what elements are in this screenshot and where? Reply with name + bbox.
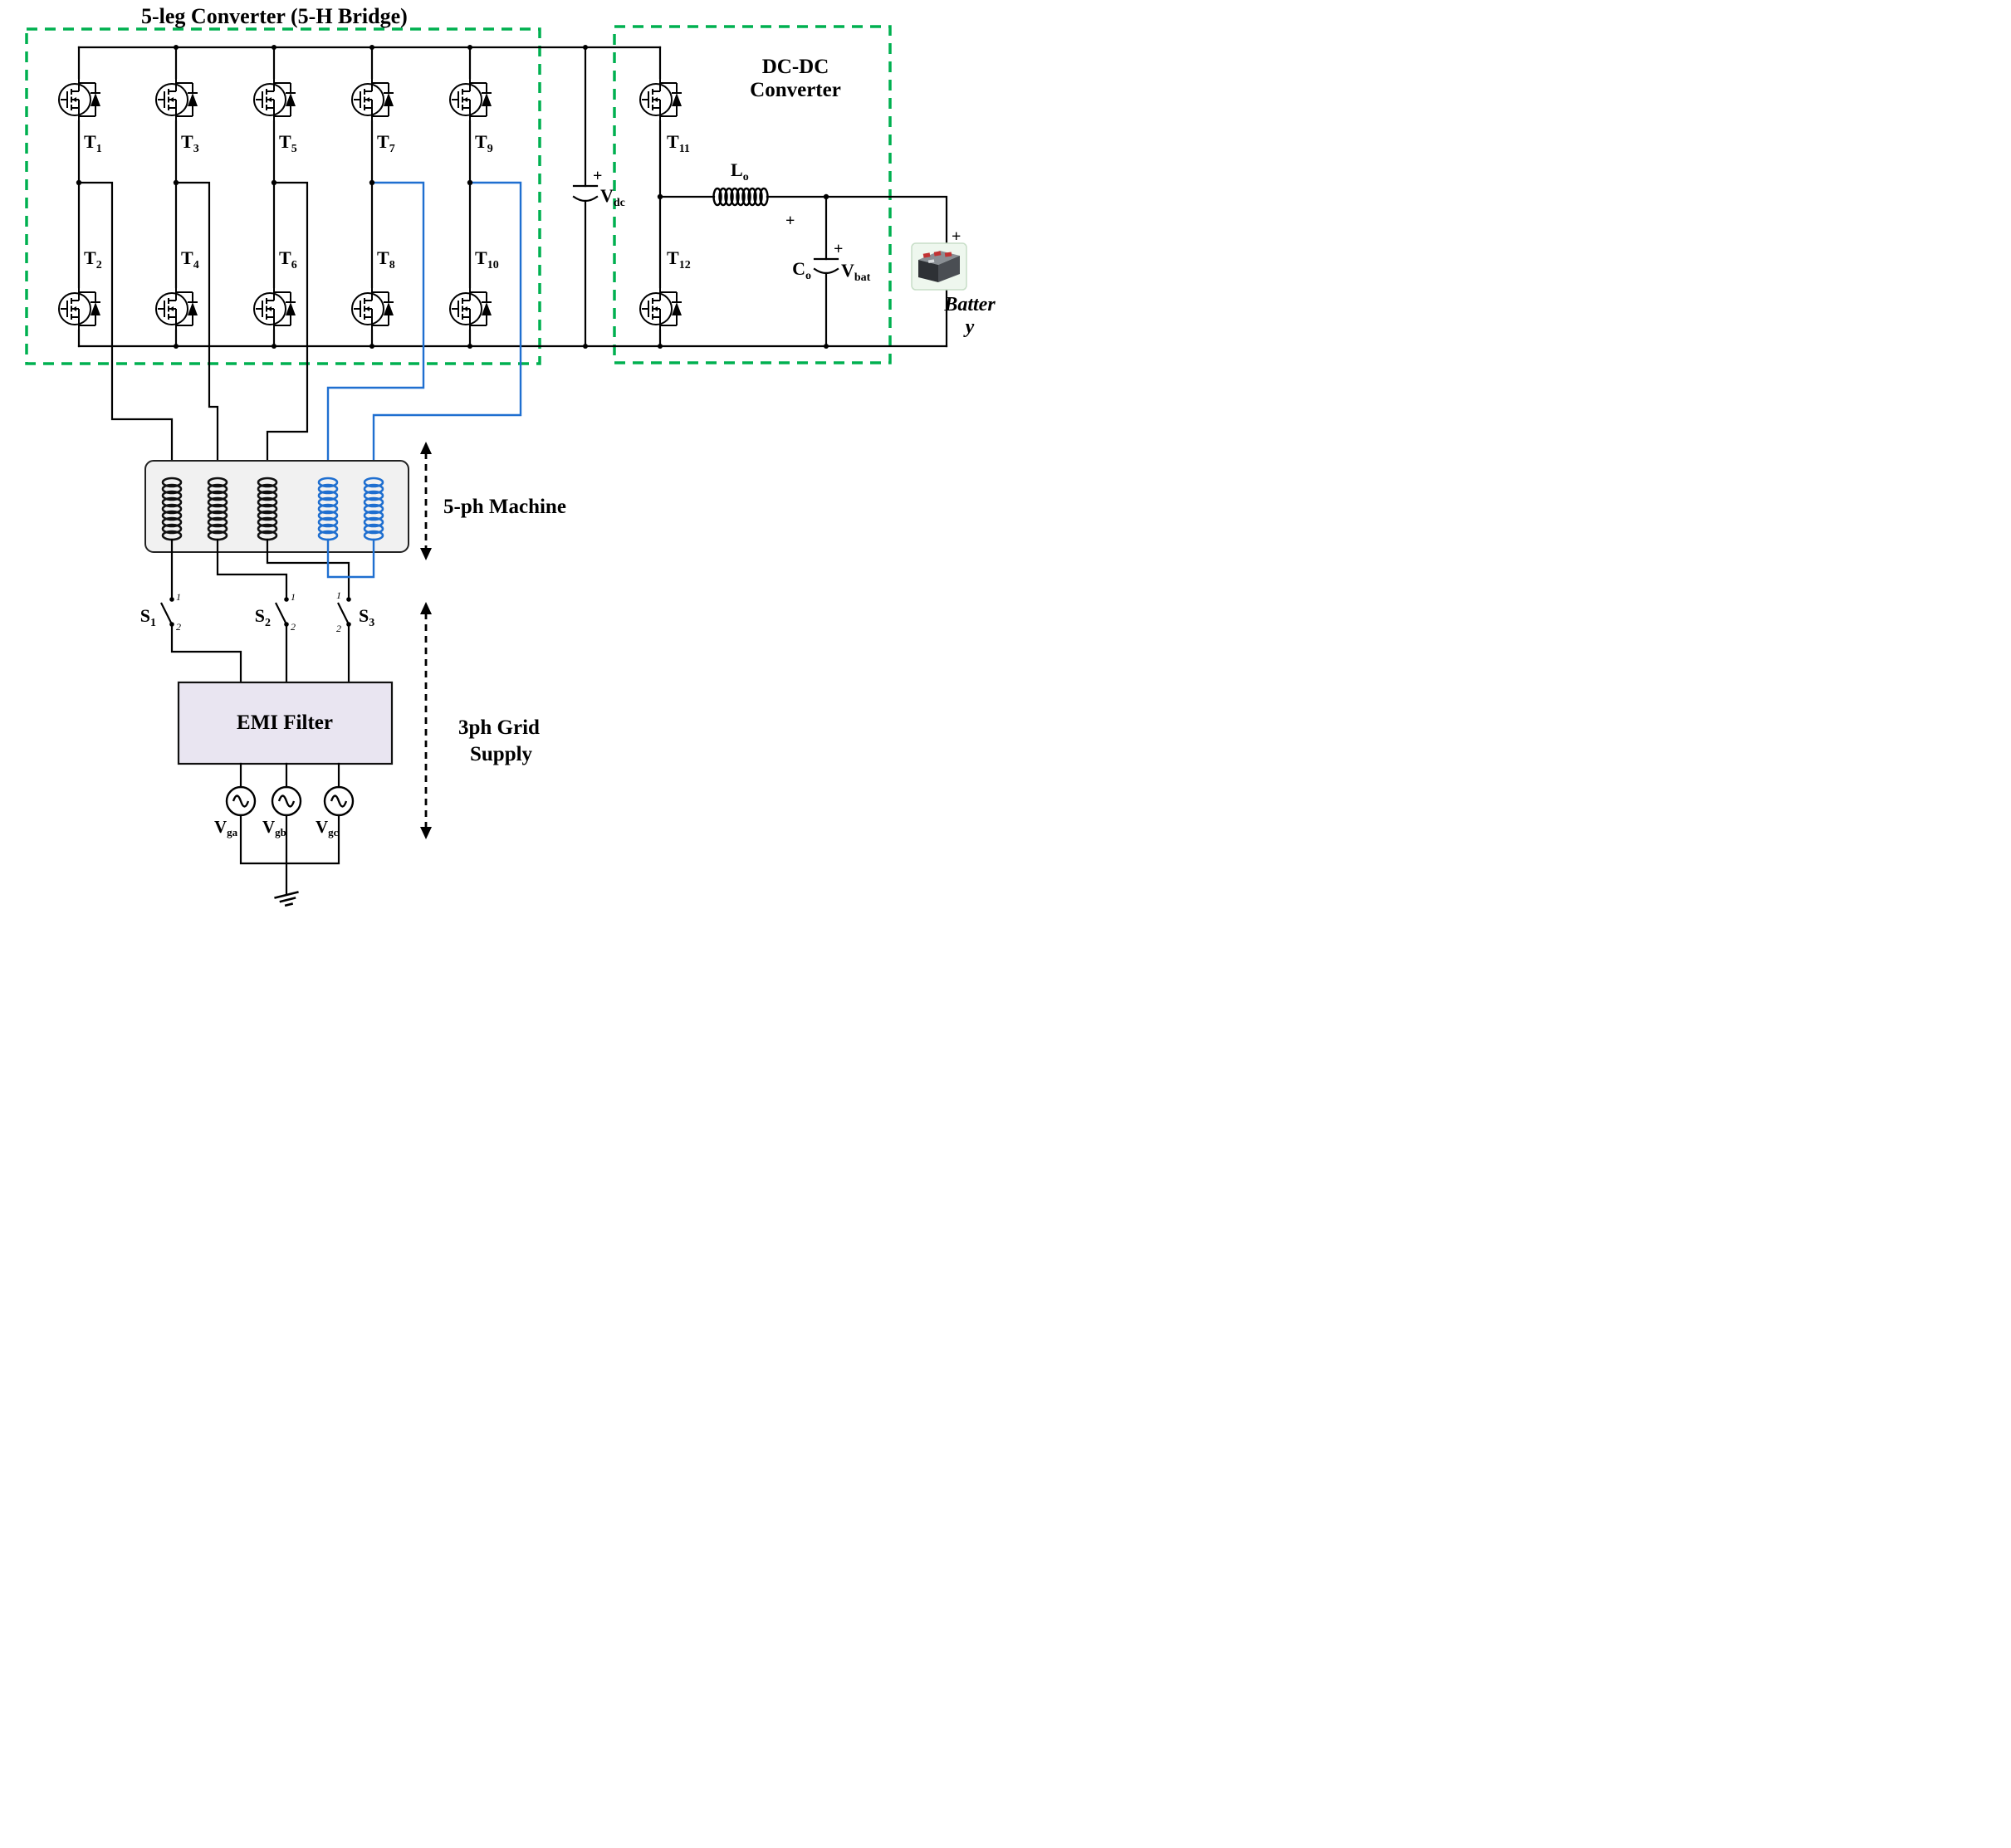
machine-span-arrow — [420, 442, 432, 560]
label-t6: T6 — [279, 247, 297, 271]
mosfet-t4-icon — [155, 286, 198, 331]
label-t3: T3 — [181, 131, 199, 155]
machine-box — [144, 460, 409, 553]
coil-c-to-s3 — [266, 538, 350, 601]
phase-d-wire-blue — [326, 181, 425, 483]
mosfet-t2-icon — [58, 286, 101, 331]
machine-bottom-wiring — [170, 538, 375, 601]
switch-to-emi-wiring — [170, 623, 350, 684]
grid-label-line2: Supply — [470, 743, 533, 765]
coil-b-to-s2 — [216, 538, 288, 601]
label-vdc: Vdc — [600, 185, 625, 209]
phase-e-wire-blue — [372, 181, 522, 483]
circuit-svg: T1 T2 T3 T4 T5 T6 T7 T8 T9 T10 T11 T12 +… — [25, 4, 996, 907]
s1-contact-1: 1 — [176, 591, 181, 603]
s3-contact-1: 1 — [336, 589, 341, 601]
mosfet-t3-icon — [155, 77, 198, 122]
phase-a-wire — [77, 181, 174, 483]
label-co: Co — [792, 258, 811, 282]
label-t8: T8 — [377, 247, 395, 271]
five-leg-converter-box — [25, 27, 541, 365]
s1-to-emi — [170, 623, 242, 684]
label-vbat: Vbat — [841, 260, 871, 284]
switch-s2-icon — [274, 596, 290, 628]
bridge-wiring — [77, 46, 948, 348]
s2-contact-1: 1 — [291, 591, 296, 603]
battery: + Batter y — [911, 227, 996, 338]
label-t10: T10 — [475, 247, 499, 271]
mosfet-t1-icon — [58, 77, 101, 122]
source-vga-icon — [225, 785, 257, 817]
emi-filter: EMI Filter — [177, 681, 394, 765]
label-t5: T5 — [279, 131, 297, 155]
mosfet-t6-icon — [253, 286, 296, 331]
label-t11: T11 — [667, 131, 690, 155]
label-s1: S1 — [140, 605, 156, 629]
vdc-capacitor: + Vdc — [572, 46, 625, 348]
switch-s1-icon — [159, 596, 175, 628]
label-t9: T9 — [475, 131, 493, 155]
grid-span-arrow — [420, 602, 432, 839]
dcdc-output: Lo + + Co Vbat — [658, 159, 948, 348]
junction-dots — [76, 45, 829, 349]
grid-sources: Vga Vgb Vgc — [214, 762, 355, 907]
ground-icon — [274, 891, 299, 907]
label-t12: T12 — [667, 247, 691, 271]
phase-b-wire — [174, 181, 219, 483]
dcdc-title-line2: Converter — [750, 79, 841, 101]
mosfet-t9-icon — [449, 77, 492, 122]
label-vgc: Vgc — [316, 817, 339, 838]
blue-coil-loop — [326, 538, 375, 579]
five-phase-machine — [144, 460, 409, 553]
phase-c-wire — [266, 181, 309, 483]
lo-inductor-icon — [712, 187, 769, 207]
machine-label: 5-ph Machine — [443, 496, 566, 518]
battery-plus: + — [952, 227, 961, 246]
vdc-plus: + — [593, 167, 602, 185]
s1-contact-2: 2 — [176, 621, 181, 633]
battery-label-line1: Batter — [943, 294, 996, 315]
dcdc-converter-box — [613, 25, 892, 364]
s3-contact-2: 2 — [336, 623, 341, 634]
battery-icon — [911, 242, 967, 291]
co-plus: + — [834, 240, 843, 258]
label-vga: Vga — [214, 817, 238, 838]
five-leg-title: 5-leg Converter (5-H Bridge) — [141, 4, 408, 28]
mid-plus: + — [785, 212, 795, 230]
label-s3: S3 — [359, 605, 374, 629]
mosfet-t7-icon — [351, 77, 394, 122]
phase-wires — [77, 181, 522, 483]
label-s2: S2 — [255, 605, 271, 629]
label-t2: T2 — [84, 247, 102, 271]
emi-filter-box — [177, 681, 394, 765]
grid-label-line1: 3ph Grid — [458, 716, 540, 739]
label-lo: Lo — [731, 159, 749, 183]
mosfet-t8-icon — [351, 286, 394, 331]
label-t1: T1 — [84, 131, 102, 155]
transistor-labels: T1 T2 T3 T4 T5 T6 T7 T8 T9 T10 T11 T12 — [84, 131, 691, 271]
circuit-diagram: T1 T2 T3 T4 T5 T6 T7 T8 T9 T10 T11 T12 +… — [0, 0, 1006, 924]
dcdc-title-line1: DC-DC — [762, 56, 829, 78]
mosfet-t11-icon — [639, 77, 683, 122]
emi-filter-label: EMI Filter — [237, 711, 333, 734]
switches: S1 S2 S3 1 2 1 2 1 2 — [140, 589, 375, 634]
mosfet-t5-icon — [253, 77, 296, 122]
label-t7: T7 — [377, 131, 395, 155]
mosfet-t10-icon — [449, 286, 492, 331]
battery-label-line2: y — [963, 316, 975, 338]
label-t4: T4 — [181, 247, 199, 271]
s2-contact-2: 2 — [291, 621, 296, 633]
label-vgb: Vgb — [262, 817, 286, 838]
source-vgb-icon — [271, 785, 302, 817]
source-vgc-icon — [323, 785, 355, 817]
mosfet-t12-icon — [639, 286, 683, 331]
mosfets — [58, 77, 683, 331]
